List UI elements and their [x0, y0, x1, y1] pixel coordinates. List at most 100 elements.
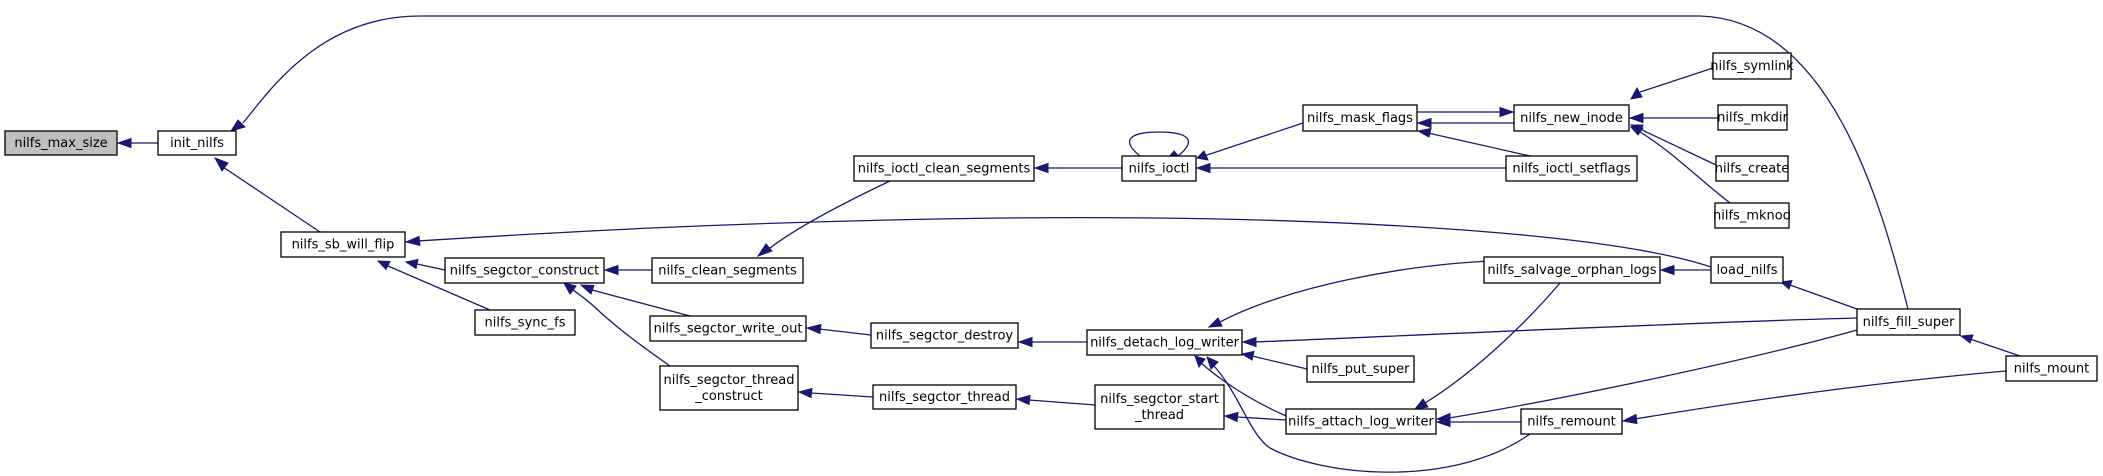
node-nilfs_remount[interactable]: nilfs_remount: [1520, 408, 1623, 435]
edge-line: [1236, 416, 1287, 421]
edge-load_nilfs-to-nilfs_salvage_orphan_logs: [1659, 264, 1711, 276]
edge-arrowhead: [579, 284, 595, 295]
node-nilfs_attach_log_writer[interactable]: nilfs_attach_log_writer: [1285, 408, 1437, 435]
edge-nilfs_remount-to-nilfs_attach_log_writer: [1435, 416, 1521, 428]
edge-arrowhead: [1959, 334, 1974, 344]
edge-arrowhead: [1435, 416, 1451, 428]
edge-arrowhead: [1621, 413, 1638, 425]
edge-arrowhead: [1499, 106, 1515, 118]
edge-line: [591, 289, 691, 317]
node-nilfs_fill_super[interactable]: nilfs_fill_super: [1856, 308, 1961, 336]
node-label: nilfs_fill_super: [1863, 315, 1955, 330]
node-nilfs_create[interactable]: nilfs_create: [1715, 155, 1790, 182]
node-label: nilfs_segctor_destroy: [876, 329, 1014, 344]
node-nilfs_max_size[interactable]: nilfs_max_size: [4, 130, 118, 156]
node-box: [1094, 384, 1225, 430]
edge-init_nilfs-to-nilfs_max_size: [116, 137, 158, 149]
edge-arrowhead: [603, 264, 619, 276]
edge-line: [1219, 259, 1521, 323]
node-load_nilfs[interactable]: load_nilfs: [1710, 256, 1784, 284]
node-nilfs_segctor_write_out[interactable]: nilfs_segctor_write_out: [649, 315, 807, 342]
edge-nilfs_fill_super-to-nilfs_attach_log_writer: [1435, 329, 1858, 424]
edge-line: [222, 166, 321, 233]
node-nilfs_segctor_thread[interactable]: nilfs_segctor_thread: [872, 384, 1017, 410]
edge-nilfs_remount-to-nilfs_detach_log_writer: [1206, 356, 1531, 473]
edge-nilfs_mask_flags-to-nilfs_new_inode: [1417, 106, 1515, 118]
node-nilfs_mkdir[interactable]: nilfs_mkdir: [1717, 104, 1789, 131]
edge-nilfs_detach_log_writer-to-nilfs_segctor_destroy: [1017, 336, 1087, 348]
edge-line: [810, 392, 874, 398]
node-nilfs_ioctl[interactable]: nilfs_ioctl: [1121, 155, 1197, 182]
node-nilfs_segctor_start_thread[interactable]: nilfs_segctor_start_thread: [1094, 384, 1225, 430]
edge-arrowhead: [1015, 394, 1031, 406]
edge-arrowhead: [404, 258, 419, 270]
node-nilfs_mount[interactable]: nilfs_mount: [2005, 355, 2098, 382]
node-nilfs_symlink[interactable]: nilfs_symlink: [1710, 52, 1794, 80]
edge-arrowhead: [404, 235, 421, 247]
edge-line: [1424, 282, 1561, 404]
node-label: nilfs_segctor_thread: [664, 373, 795, 388]
edge-nilfs_create-to-nilfs_new_inode: [1629, 124, 1717, 166]
call-graph-edges: [116, 15, 2021, 473]
node-label: nilfs_ioctl_setflags: [1512, 162, 1631, 177]
edge-arrowhead: [1241, 336, 1257, 348]
node-label: nilfs_new_inode: [1520, 111, 1623, 126]
node-box: [1121, 155, 1197, 182]
node-nilfs_ioctl_setflags[interactable]: nilfs_ioctl_setflags: [1505, 155, 1638, 182]
edge-nilfs_ioctl_setflags-to-nilfs_mask_flags: [1416, 127, 1531, 157]
edge-nilfs_sb_will_flip-to-init_nilfs: [213, 157, 321, 233]
edge-line: [1254, 317, 1858, 343]
edge-arrowhead: [797, 387, 813, 399]
node-box: [1086, 329, 1243, 356]
node-box: [1306, 355, 1415, 383]
node-init_nilfs[interactable]: init_nilfs: [157, 130, 237, 156]
node-nilfs_clean_segments[interactable]: nilfs_clean_segments: [651, 257, 804, 284]
edge-arrowhead: [1416, 127, 1432, 138]
edge-arrowhead: [1017, 336, 1033, 348]
node-box: [4, 130, 118, 156]
node-nilfs_detach_log_writer[interactable]: nilfs_detach_log_writer: [1086, 329, 1243, 356]
edge-line: [1639, 128, 1717, 166]
edge-line: [242, 15, 1909, 310]
edge-arrowhead: [1628, 112, 1644, 124]
edge-line: [1199, 361, 1287, 417]
node-nilfs_mknod[interactable]: nilfs_mknod: [1713, 202, 1791, 229]
edge-arrowhead: [563, 282, 577, 295]
node-label: nilfs_put_super: [1311, 362, 1410, 377]
node-nilfs_segctor_thread_construct[interactable]: nilfs_segctor_thread_construct: [659, 365, 799, 411]
node-nilfs_ioctl_clean_segments[interactable]: nilfs_ioctl_clean_segments: [853, 155, 1035, 182]
node-nilfs_salvage_orphan_logs[interactable]: nilfs_salvage_orphan_logs: [1483, 256, 1661, 284]
node-label: nilfs_symlink: [1710, 59, 1794, 74]
edge-nilfs_mask_flags-to-nilfs_ioctl: [1195, 122, 1304, 161]
node-label: nilfs_mount: [2014, 362, 2090, 377]
edge-nilfs_new_inode-to-nilfs_mask_flags: [1416, 117, 1514, 129]
node-nilfs_new_inode[interactable]: nilfs_new_inode: [1513, 104, 1630, 132]
edge-arrowhead: [1630, 86, 1643, 100]
node-label: _thread: [1134, 408, 1184, 423]
node-nilfs_sync_fs[interactable]: nilfs_sync_fs: [474, 309, 576, 336]
node-box: [444, 257, 605, 284]
edge-line: [818, 328, 872, 336]
edge-nilfs_salvage_orphan_logs-to-nilfs_attach_log_writer: [1413, 282, 1561, 410]
edge-arrowhead: [1195, 162, 1211, 174]
node-box: [1717, 104, 1788, 131]
call-graph-nodes: nilfs_max_size init_nilfs nilfs_sb_will_fl…: [4, 52, 2098, 435]
edge-line: [1028, 399, 1096, 406]
node-box: [1483, 256, 1661, 284]
node-label: nilfs_mknod: [1713, 209, 1791, 224]
edge-line: [1639, 67, 1714, 93]
edge-line: [1213, 365, 1531, 473]
edge-nilfs_mkdir-to-nilfs_new_inode: [1628, 112, 1718, 124]
node-nilfs_segctor_construct[interactable]: nilfs_segctor_construct: [444, 257, 605, 284]
node-nilfs_sb_will_flip[interactable]: nilfs_sb_will_flip: [280, 231, 406, 258]
node-box: [1710, 256, 1784, 284]
node-box: [280, 231, 406, 258]
node-nilfs_segctor_destroy[interactable]: nilfs_segctor_destroy: [870, 322, 1019, 349]
node-label: nilfs_segctor_write_out: [654, 322, 803, 337]
node-nilfs_mask_flags[interactable]: nilfs_mask_flags: [1302, 104, 1418, 132]
node-nilfs_put_super[interactable]: nilfs_put_super: [1306, 355, 1415, 383]
edge-arrowhead: [376, 260, 391, 271]
edge-nilfs_segctor_write_out-to-nilfs_segctor_construct: [579, 284, 691, 317]
edge-nilfs_attach_log_writer-to-nilfs_segctor_start_thread: [1223, 411, 1287, 423]
